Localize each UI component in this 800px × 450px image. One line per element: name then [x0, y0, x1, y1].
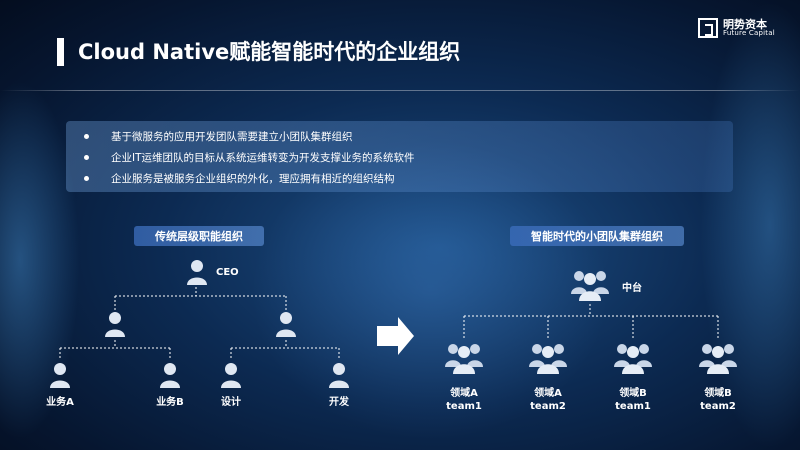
team-name: team2: [700, 401, 736, 412]
bullet-dot: [84, 134, 89, 139]
bullet-text: 企业IT运维团队的目标从系统运维转变为开发支撑业务的系统软件: [111, 152, 415, 164]
person-icon: [276, 312, 296, 337]
bullet-text: 企业服务是被服务企业组织的外化，理应拥有相近的组织结构: [111, 173, 395, 185]
logo-name-cn: 明势资本: [723, 17, 767, 31]
page-title: Cloud Native赋能智能时代的企业组织: [78, 40, 461, 64]
platform-label: 中台: [622, 283, 642, 294]
right-org-heading: 智能时代的小团队集群组织: [510, 226, 684, 246]
team-domain: 领域A: [534, 388, 562, 399]
leaf-label: 业务A: [46, 397, 74, 408]
group-icon: [529, 344, 567, 374]
bullet-dot: [84, 176, 89, 181]
leaf-label: 开发: [329, 397, 349, 408]
person-icon: [160, 363, 180, 388]
leaf-label: 设计: [221, 397, 241, 408]
brand-logo: 明势资本 Future Capital: [698, 18, 775, 38]
team-label: 领域B team1: [603, 387, 663, 413]
team-name: team1: [446, 401, 482, 412]
group-icon: [699, 344, 737, 374]
leaf-label: 业务B: [156, 397, 184, 408]
logo-mark-icon: [698, 18, 718, 38]
team-domain: 领域B: [619, 388, 647, 399]
right-arrow-icon: [377, 317, 414, 355]
team-domain: 领域A: [450, 388, 478, 399]
title-accent-bar: [57, 38, 64, 66]
person-icon: [329, 363, 349, 388]
bullet-item: 基于微服务的应用开发团队需要建立小团队集群组织: [84, 126, 733, 147]
logo-name-en: Future Capital: [723, 29, 775, 38]
bullet-panel: 基于微服务的应用开发团队需要建立小团队集群组织 企业IT运维团队的目标从系统运维…: [66, 121, 733, 192]
bullet-item: 企业IT运维团队的目标从系统运维转变为开发支撑业务的系统软件: [84, 147, 733, 168]
bullet-item: 企业服务是被服务企业组织的外化，理应拥有相近的组织结构: [84, 168, 733, 189]
team-label: 领域A team2: [518, 387, 578, 413]
ceo-label: CEO: [216, 267, 239, 278]
person-icon: [50, 363, 70, 388]
person-icon: [105, 312, 125, 337]
person-icon: [187, 260, 207, 285]
bullet-text: 基于微服务的应用开发团队需要建立小团队集群组织: [111, 131, 353, 143]
bullet-dot: [84, 155, 89, 160]
team-name: team2: [530, 401, 566, 412]
team-label: 领域A team1: [434, 387, 494, 413]
group-icon: [571, 271, 609, 301]
person-icon: [221, 363, 241, 388]
group-icon: [445, 344, 483, 374]
logo-text: 明势资本 Future Capital: [723, 17, 775, 38]
left-org-heading: 传统层级职能组织: [134, 226, 264, 246]
team-domain: 领域B: [704, 388, 732, 399]
team-label: 领域B team2: [688, 387, 748, 413]
header-divider: [0, 90, 800, 91]
group-icon: [614, 344, 652, 374]
team-name: team1: [615, 401, 651, 412]
